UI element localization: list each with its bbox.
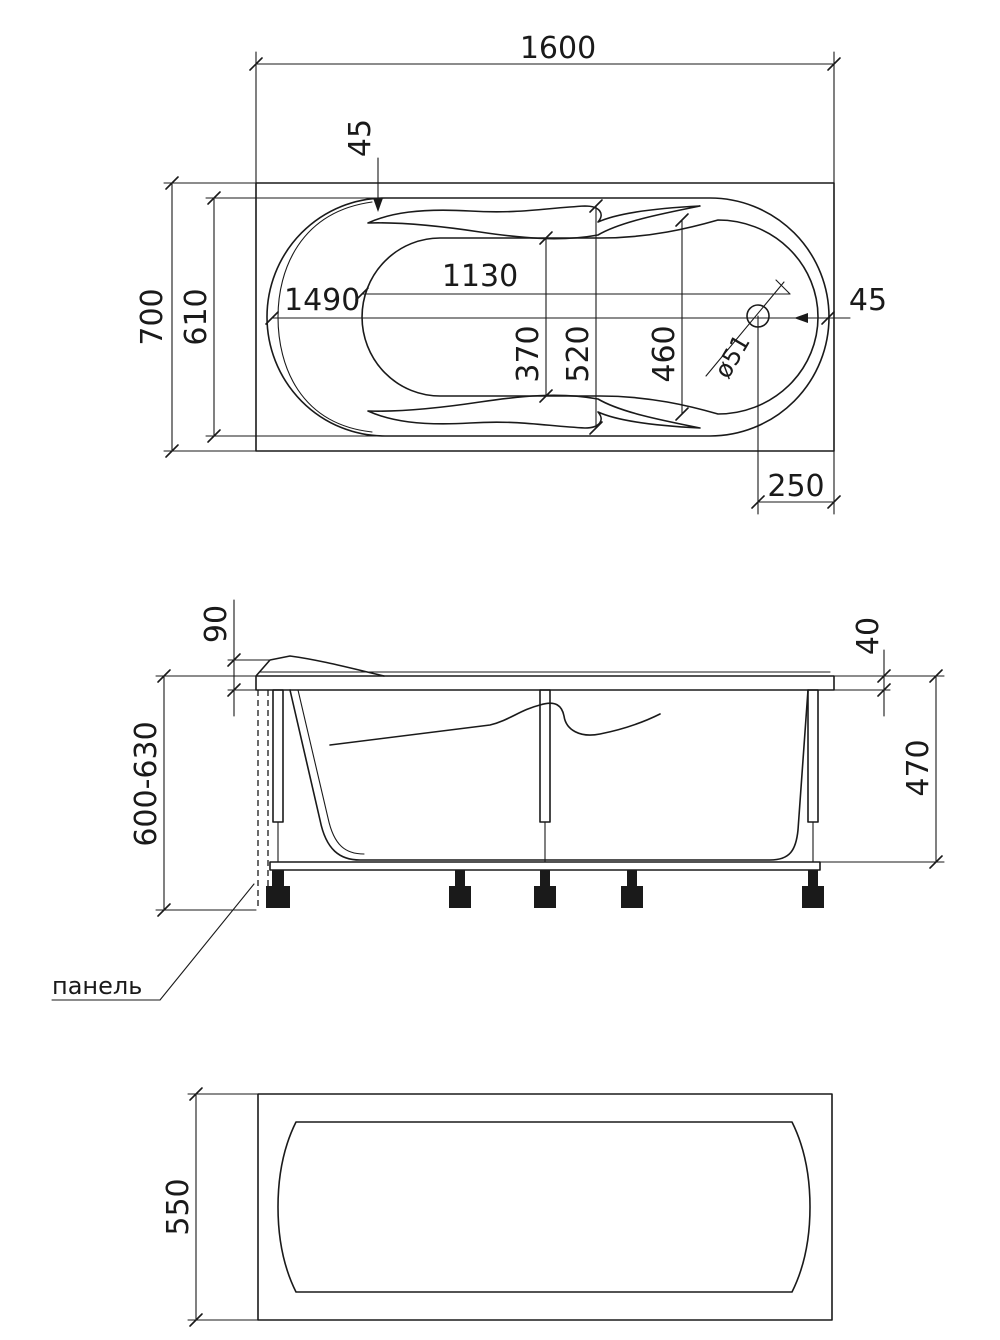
side-view-water-line: [329, 702, 661, 746]
dim-470-tick-top: [929, 669, 943, 683]
top-view-rim-inner: [277, 201, 373, 433]
foot-2: [449, 870, 471, 908]
dim-rim-width: 610: [179, 288, 214, 345]
dim-1490-tick-left: [265, 311, 279, 325]
dim-550-tick-bottom: [189, 1313, 203, 1327]
panel-view: 550: [161, 1087, 833, 1327]
dim-45-head-arrow: [373, 198, 383, 212]
side-view-leg-left: [272, 689, 284, 823]
dim-90-tick-bottom: [227, 683, 241, 697]
foot-5: [802, 870, 824, 908]
panel-outline: [257, 1093, 833, 1321]
dim-headrest-height: 90: [199, 605, 234, 643]
drain-tick-a: [775, 279, 791, 295]
dim-370-tick-top: [539, 231, 553, 245]
foot-3: [534, 870, 556, 908]
dim-drain-edge-offset: 45: [849, 283, 887, 318]
dim-90-tick-top: [227, 653, 241, 667]
top-view-armrest-upper: [367, 205, 701, 240]
side-view-feet: [266, 870, 824, 908]
dim-width-end: 460: [647, 325, 682, 382]
dim-460-tick-top: [675, 213, 689, 227]
dim-250-tick-right: [827, 495, 841, 509]
dim-drain-position: 250: [767, 469, 824, 504]
dim-610-tick-top: [207, 191, 221, 205]
dim-600-630-tick-bottom: [157, 903, 171, 917]
dim-overall-width: 700: [135, 288, 170, 345]
dim-1130-tick-left: [355, 287, 369, 301]
side-view: панель 90 40 600-630 470: [51, 599, 945, 1001]
top-view-bottom: [361, 219, 819, 415]
dim-inner-length: 1490: [284, 283, 360, 318]
top-view-rim-outer: [266, 197, 830, 437]
dim-250-tick-left: [751, 495, 765, 509]
dim-total-height: 600-630: [129, 721, 164, 846]
drain-leader: [705, 281, 785, 377]
dim-1600-tick-right: [827, 57, 841, 71]
panel-leader: [159, 883, 255, 1001]
side-view-bowl-inner: [297, 689, 365, 855]
dim-470-tick-bottom: [929, 855, 943, 869]
top-view-outline: [255, 182, 835, 452]
dim-460-tick-bottom: [675, 407, 689, 421]
dim-45-drain-arrow: [794, 313, 808, 323]
dim-bottom-length: 1130: [442, 259, 518, 294]
side-view-bowl: [289, 689, 809, 861]
dim-depth: 470: [901, 739, 936, 796]
side-view-rim: [255, 675, 835, 691]
side-view-leg-middle: [539, 689, 551, 823]
dim-headrest-offset: 45: [343, 119, 378, 157]
panel-label: панель: [52, 972, 142, 1000]
dim-rim-thickness: 40: [851, 617, 886, 655]
foot-1: [266, 870, 290, 908]
dim-1600-tick-left: [249, 57, 263, 71]
dim-bottom-width: 370: [511, 325, 546, 382]
dim-width-middle: 520: [561, 325, 596, 382]
dim-700-tick-bottom: [165, 444, 179, 458]
side-view-leg-right: [807, 689, 819, 823]
dim-610-tick-bottom: [207, 429, 221, 443]
dim-drain-diameter: ø51: [709, 330, 756, 383]
dim-700-tick-top: [165, 176, 179, 190]
side-view-headrest: [255, 655, 385, 677]
dim-520-tick-bottom: [589, 421, 603, 435]
panel-inner-recess: [277, 1121, 811, 1293]
side-view-base-frame: [269, 861, 821, 871]
dim-40-tick-bottom: [877, 683, 891, 697]
dim-520-tick-top: [589, 199, 603, 213]
dim-overall-length: 1600: [520, 31, 596, 66]
dim-panel-height: 550: [161, 1178, 196, 1235]
dim-600-630-tick-top: [157, 669, 171, 683]
dim-550-tick-top: [189, 1087, 203, 1101]
foot-4: [621, 870, 643, 908]
dim-370-tick-bottom: [539, 389, 553, 403]
top-view-armrest-lower: [367, 394, 701, 429]
top-view: 1600 700 610 1490 1130 370 520: [135, 31, 887, 515]
